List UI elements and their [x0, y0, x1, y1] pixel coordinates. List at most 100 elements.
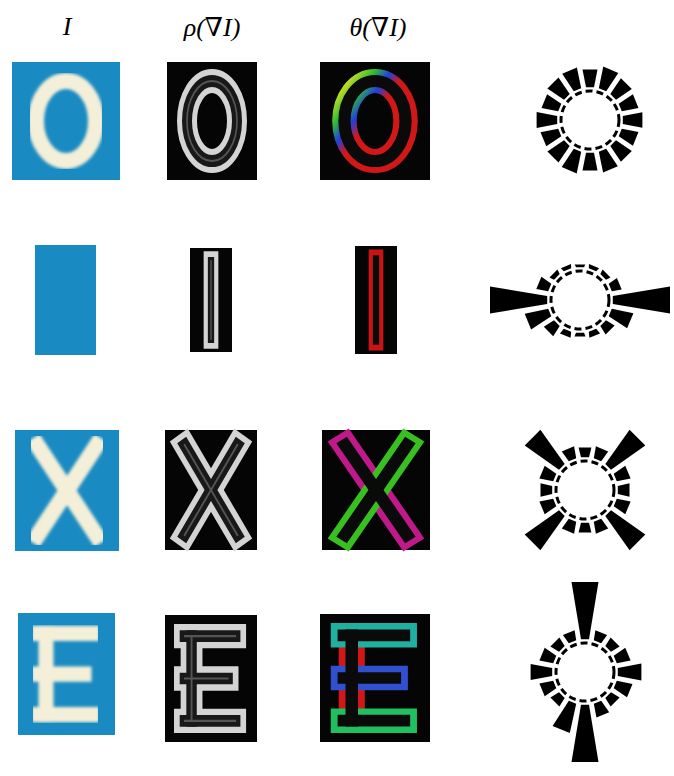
ori-letter [376, 260, 377, 341]
histogram-bin [537, 112, 558, 128]
histogram-bin [525, 510, 565, 550]
histogram-bin [579, 523, 592, 533]
img-letter [36, 81, 96, 161]
img-letter [39, 633, 92, 714]
histogram-bin [599, 67, 619, 92]
letter-stroke [39, 707, 92, 722]
histogram-bin [594, 519, 608, 534]
histogram-bin [619, 129, 639, 146]
edge-inner [208, 261, 214, 339]
histogram-circle [551, 271, 609, 329]
histogram-bin [613, 287, 670, 314]
orientation-inner [344, 629, 404, 641]
histogram-bin [542, 94, 562, 111]
histogram-bin [614, 681, 633, 697]
img-letter [65, 259, 66, 341]
img-panel [12, 62, 120, 180]
orientation-edge [344, 81, 405, 161]
histogram-bin [618, 664, 642, 681]
mag-letter [211, 261, 212, 339]
mag-panel [165, 430, 257, 550]
histogram-circle [556, 461, 614, 519]
histogram-bin [605, 637, 619, 651]
orientation-inner [345, 445, 407, 535]
orientation-inner [344, 715, 404, 727]
histogram-bin [614, 648, 631, 663]
histogram-bin [547, 140, 569, 162]
orientation-edge [345, 445, 407, 535]
edge-ridge [187, 81, 237, 161]
histogram-bin [583, 70, 598, 88]
mag-letter [187, 81, 237, 161]
histogram-bin [594, 446, 608, 461]
edge-ridge [185, 720, 235, 722]
histogram-bin [539, 648, 556, 663]
histogram-bin [594, 701, 609, 718]
histogram-bin [563, 630, 576, 643]
histogram-bin [614, 466, 631, 481]
histogram-bin [539, 681, 556, 696]
histogram-bin [579, 448, 592, 458]
histogram-bin [550, 637, 564, 651]
histogram-bin [562, 149, 582, 174]
histogram-bin [562, 446, 576, 461]
ori-panel [322, 430, 430, 550]
ori-panel [320, 62, 430, 180]
edge-inner [185, 445, 238, 535]
ori-panel [320, 614, 430, 742]
histogram-bin [562, 519, 576, 534]
edge-ridge [185, 677, 228, 679]
orientation-inner [344, 81, 405, 161]
edge-inner [185, 445, 238, 535]
letter-stroke [59, 259, 72, 341]
orientation-edge [345, 445, 407, 535]
histogram-bin [490, 287, 547, 314]
img-panel [35, 245, 96, 355]
edge-ridge [185, 445, 238, 535]
edge-inner [187, 81, 237, 161]
letter-stroke [36, 81, 96, 161]
histogram-circle [561, 91, 619, 149]
edge-outer [185, 445, 238, 535]
histogram-bin [594, 630, 607, 643]
histogram-bin [614, 499, 631, 514]
mag-letter [185, 445, 238, 535]
histogram-bin [609, 278, 622, 291]
histogram-bin [609, 309, 634, 329]
histogram-bin [600, 270, 610, 280]
letter-stroke [39, 666, 84, 681]
edge-outer [185, 445, 238, 535]
histogram-bin [541, 483, 553, 496]
histogram-bin [541, 129, 562, 147]
ori-letter [345, 445, 407, 535]
img-panel [18, 613, 115, 735]
histogram-bin [605, 692, 619, 706]
ori-letter [344, 81, 405, 161]
histogram-bin [525, 430, 565, 470]
orientation-inner [344, 672, 395, 684]
histogram-bin [589, 329, 600, 338]
orientation-edge [369, 260, 384, 341]
ori-panel [355, 246, 397, 354]
histogram-bin [553, 701, 577, 733]
histogram-bin [572, 582, 599, 639]
column-header: θ(∇I) [350, 12, 407, 43]
histogram-bin [536, 277, 551, 291]
edge-ridge [185, 445, 238, 535]
histogram-bin [539, 466, 556, 481]
histogram-bin [605, 510, 645, 550]
histogram-bin [572, 705, 599, 762]
histogram-bin [605, 430, 645, 470]
orientation-inner [373, 260, 379, 341]
mag-panel [190, 248, 232, 352]
histogram-bin [600, 320, 614, 334]
histogram-bin [589, 264, 599, 271]
histogram-bin [531, 664, 553, 680]
img-panel [15, 430, 119, 551]
histogram-bin [619, 94, 639, 111]
histogram-bin [547, 77, 569, 99]
histogram-circle [556, 643, 614, 701]
histogram-bin [610, 140, 632, 162]
histogram-bin [560, 329, 571, 338]
histogram-bin [623, 112, 643, 128]
